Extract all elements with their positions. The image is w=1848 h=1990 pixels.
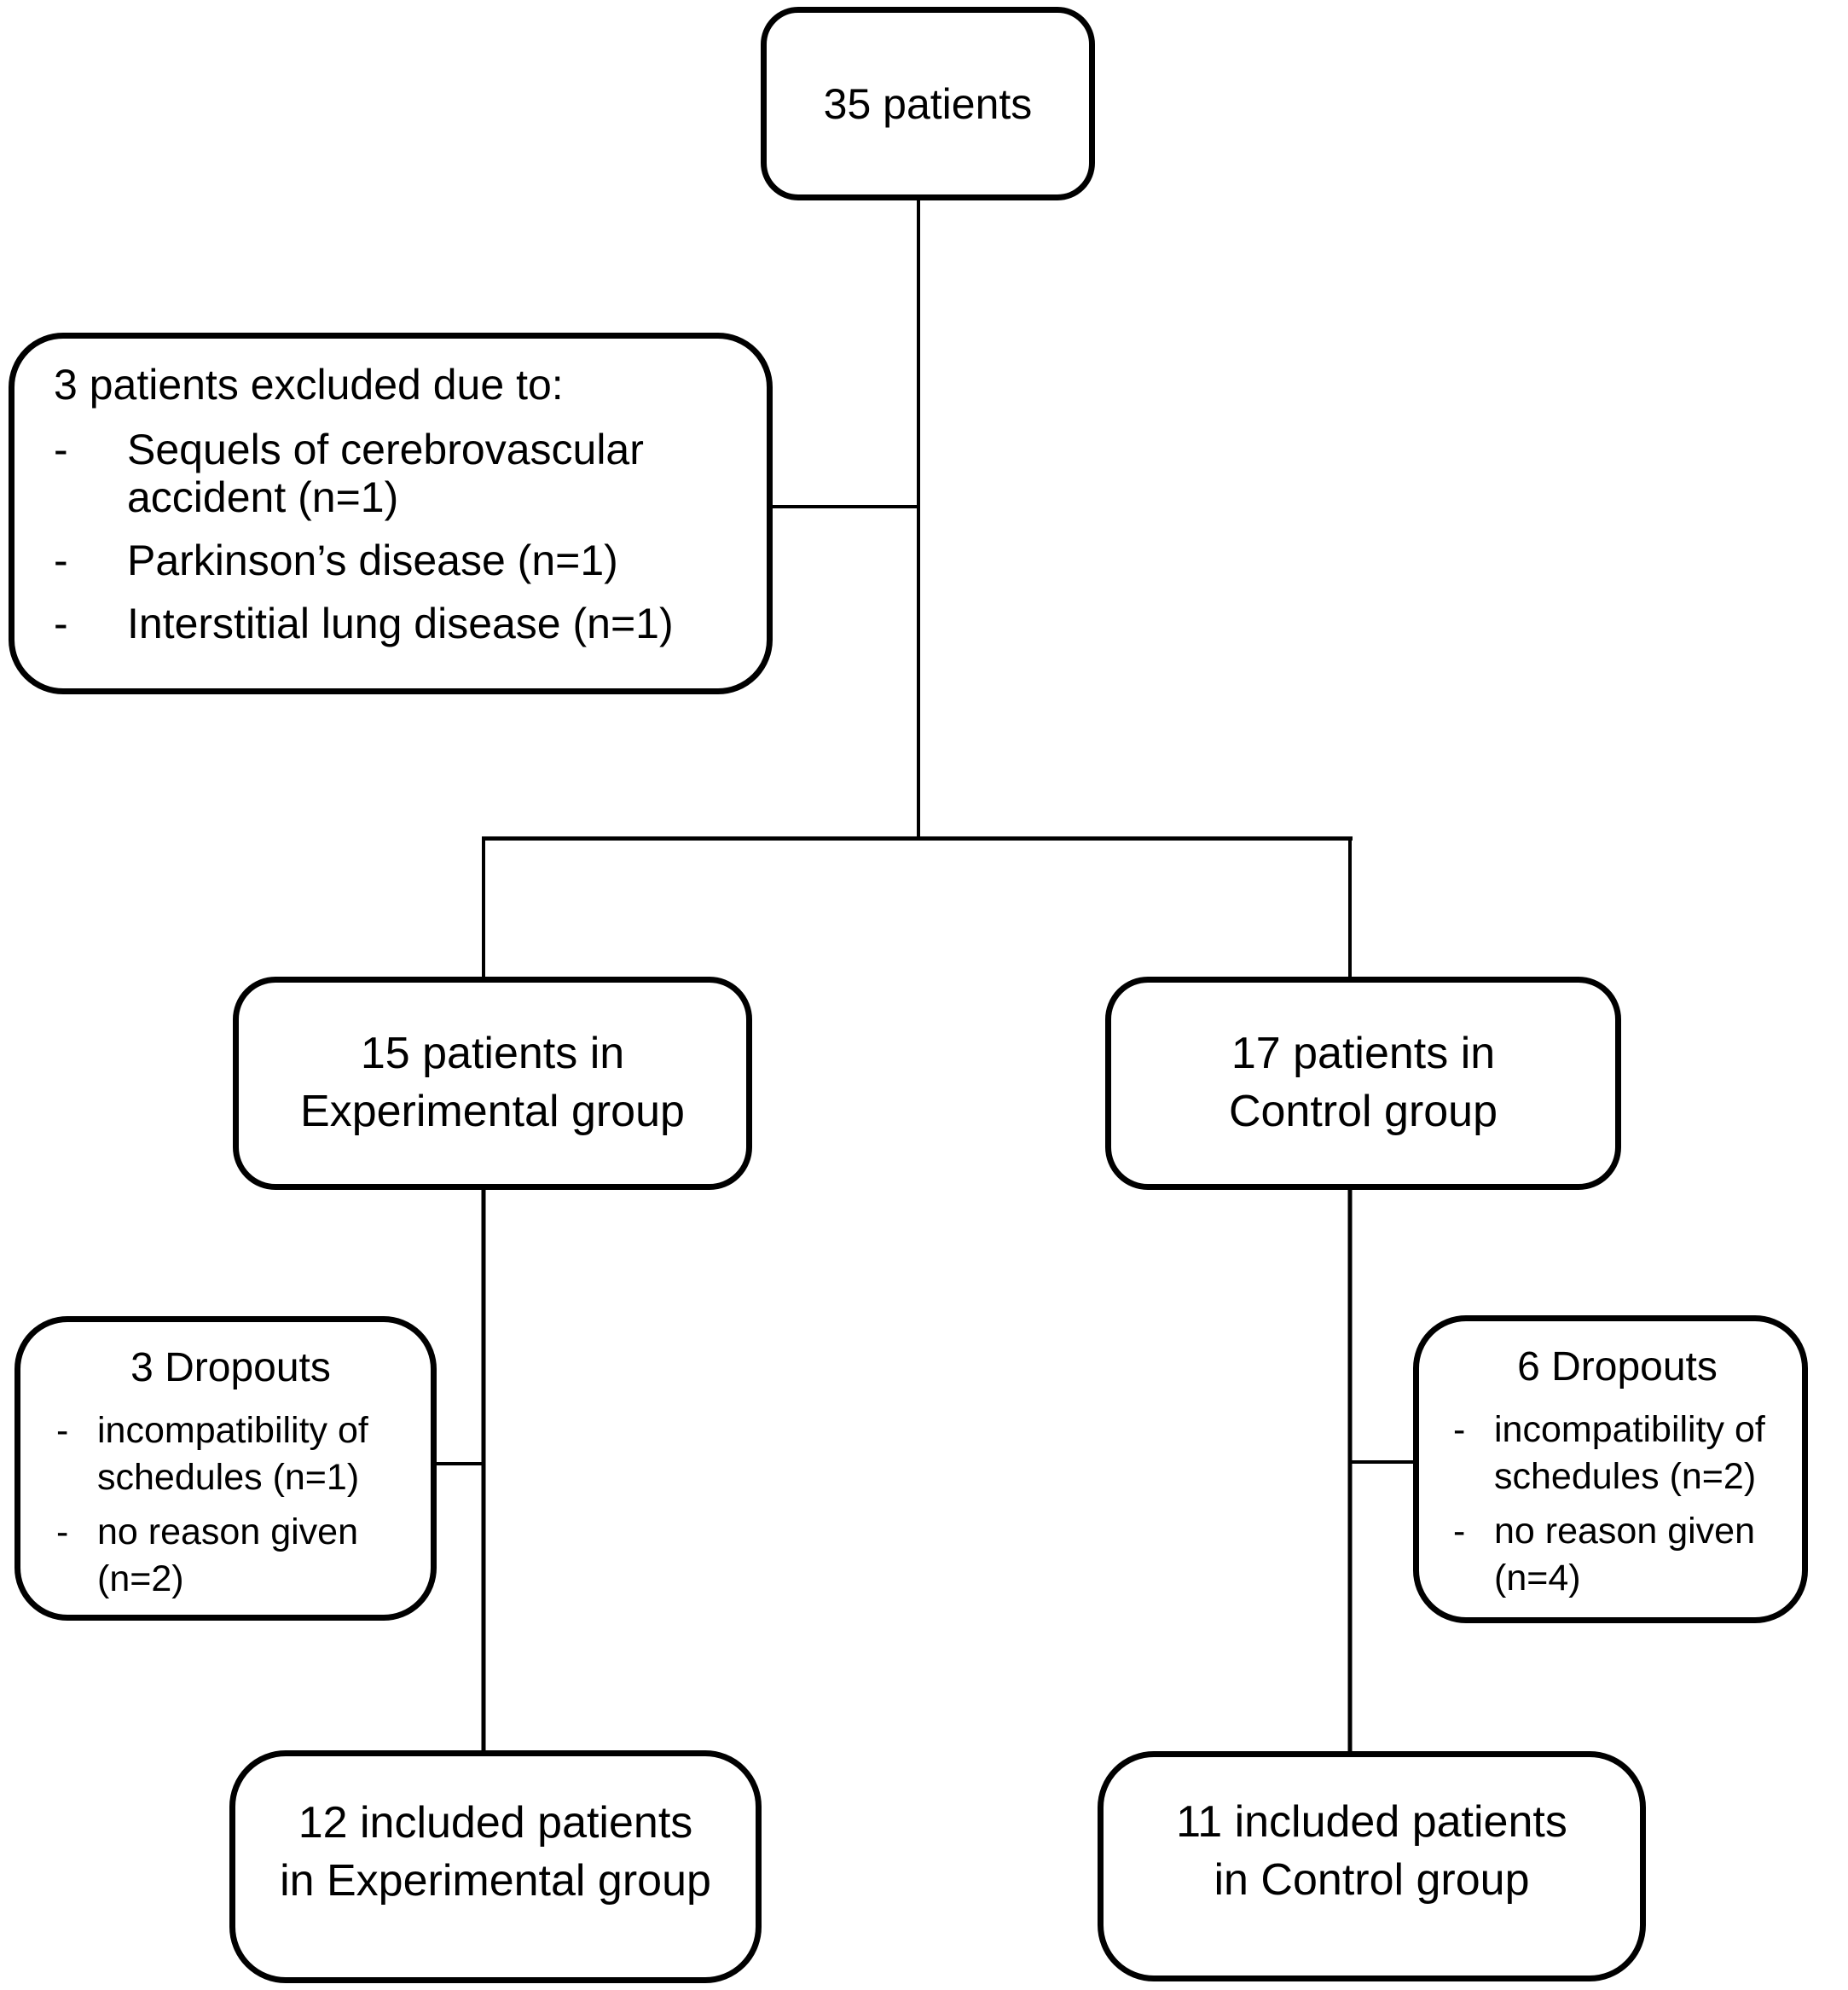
bullet-text: no reason given (n=2) (97, 1511, 358, 1600)
bullet-dash: - (54, 426, 68, 473)
experimental-group-label-line2: Experimental group (300, 1087, 685, 1136)
exclusion-item: - Parkinson’s disease (n=1) (54, 537, 733, 584)
dropout-item: - incompatibility of schedules (n=1) (56, 1407, 405, 1501)
bullet-text: Parkinson’s disease (n=1) (127, 537, 618, 584)
bullet-dash: - (56, 1410, 69, 1451)
included-experimental-label-line2: in Experimental group (280, 1855, 711, 1906)
included-control-label-line1: 11 included patients (1176, 1797, 1567, 1848)
bullet-dash: - (54, 600, 68, 647)
node-control-group: 17 patients in Control group (1105, 977, 1621, 1190)
bullet-dash: - (56, 1511, 69, 1553)
dropout-item: - no reason given (n=4) (1453, 1508, 1781, 1602)
dropout-item: - no reason given (n=2) (56, 1509, 405, 1603)
node-dropouts-experimental: 3 Dropouts - incompatibility of schedule… (14, 1316, 437, 1621)
exclusion-item: - Sequels of cerebrovascular accident (n… (54, 426, 733, 521)
node-included-experimental: 12 included patients in Experimental gro… (229, 1750, 762, 1983)
bullet-dash: - (54, 537, 68, 584)
exclusion-item: - Interstitial lung disease (n=1) (54, 600, 733, 647)
node-exclusions: 3 patients excluded due to: - Sequels of… (9, 333, 773, 694)
control-group-label-line2: Control group (1228, 1087, 1498, 1136)
dropouts-experimental-title: 3 Dropouts (130, 1345, 331, 1390)
total-patients-label: 35 patients (823, 79, 1033, 128)
bullet-text: incompatibility of schedules (n=2) (1494, 1409, 1765, 1498)
bullet-dash: - (1453, 1409, 1466, 1450)
bullet-text: incompatibility of schedules (n=1) (97, 1410, 368, 1499)
bullet-text: Interstitial lung disease (n=1) (127, 600, 674, 647)
bullet-dash: - (1453, 1511, 1466, 1552)
control-group-label-line1: 17 patients in (1231, 1029, 1496, 1079)
included-control-label-line2: in Control group (1214, 1855, 1530, 1905)
experimental-group-label-line1: 15 patients in (360, 1029, 625, 1079)
node-total-patients: 35 patients (761, 7, 1095, 200)
dropouts-control-title: 6 Dropouts (1517, 1344, 1718, 1390)
node-dropouts-control: 6 Dropouts - incompatibility of schedule… (1413, 1315, 1808, 1623)
included-experimental-label-line1: 12 included patients (298, 1797, 693, 1848)
bullet-text: no reason given (n=4) (1494, 1511, 1755, 1599)
node-included-control: 11 included patients in Control group (1098, 1751, 1646, 1981)
exclusions-title: 3 patients excluded due to: (54, 361, 564, 409)
bullet-text: Sequels of cerebrovascular accident (n=1… (127, 426, 644, 521)
dropout-item: - incompatibility of schedules (n=2) (1453, 1407, 1781, 1500)
node-experimental-group: 15 patients in Experimental group (233, 977, 752, 1190)
